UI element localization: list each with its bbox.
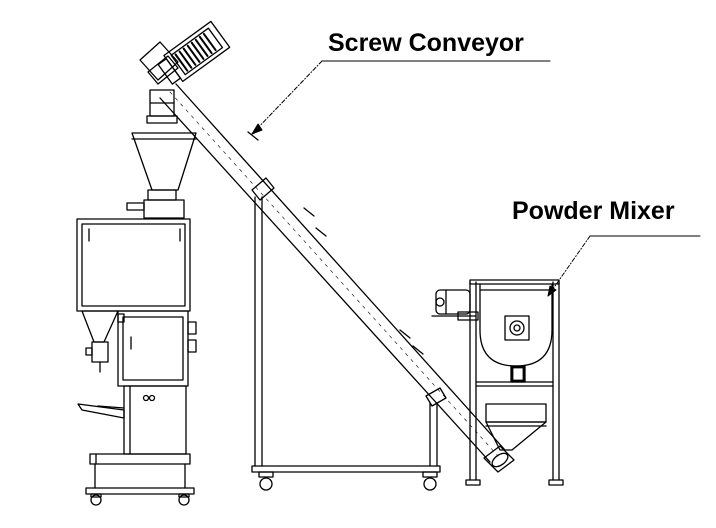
hopper-neck [147,189,177,201]
feed-hopper [131,132,197,191]
screw-conveyor-label: Screw Conveyor [328,29,524,57]
machine-body [123,385,187,455]
support-caster-left [259,477,273,491]
support-caster-right [423,477,437,491]
screw-conveyor-leader [251,60,323,135]
mixer-rotor [504,315,530,341]
weigh-hopper [81,310,119,343]
caster-left [90,494,102,506]
tube-clamps [247,131,424,355]
mixer-motor [431,289,479,321]
leader-lines [251,60,701,297]
conveyor-tube-top [175,83,506,451]
upper-cabinet [76,218,191,312]
conveyor-support [251,177,447,491]
conveyor-tube-bottom [159,97,491,463]
outlet-chute [77,403,125,419]
base-frame [89,453,191,465]
filling-machine [76,89,197,506]
control-box [117,310,189,387]
conveyor-feed-end [483,445,515,473]
powder-mixer [431,279,564,486]
powder-mixer-leader [547,235,591,297]
powder-mixer-label: Powder Mixer [512,197,675,225]
caster-right [178,494,190,506]
conveyor-motor [157,20,231,85]
screw-conveyor [139,20,515,473]
